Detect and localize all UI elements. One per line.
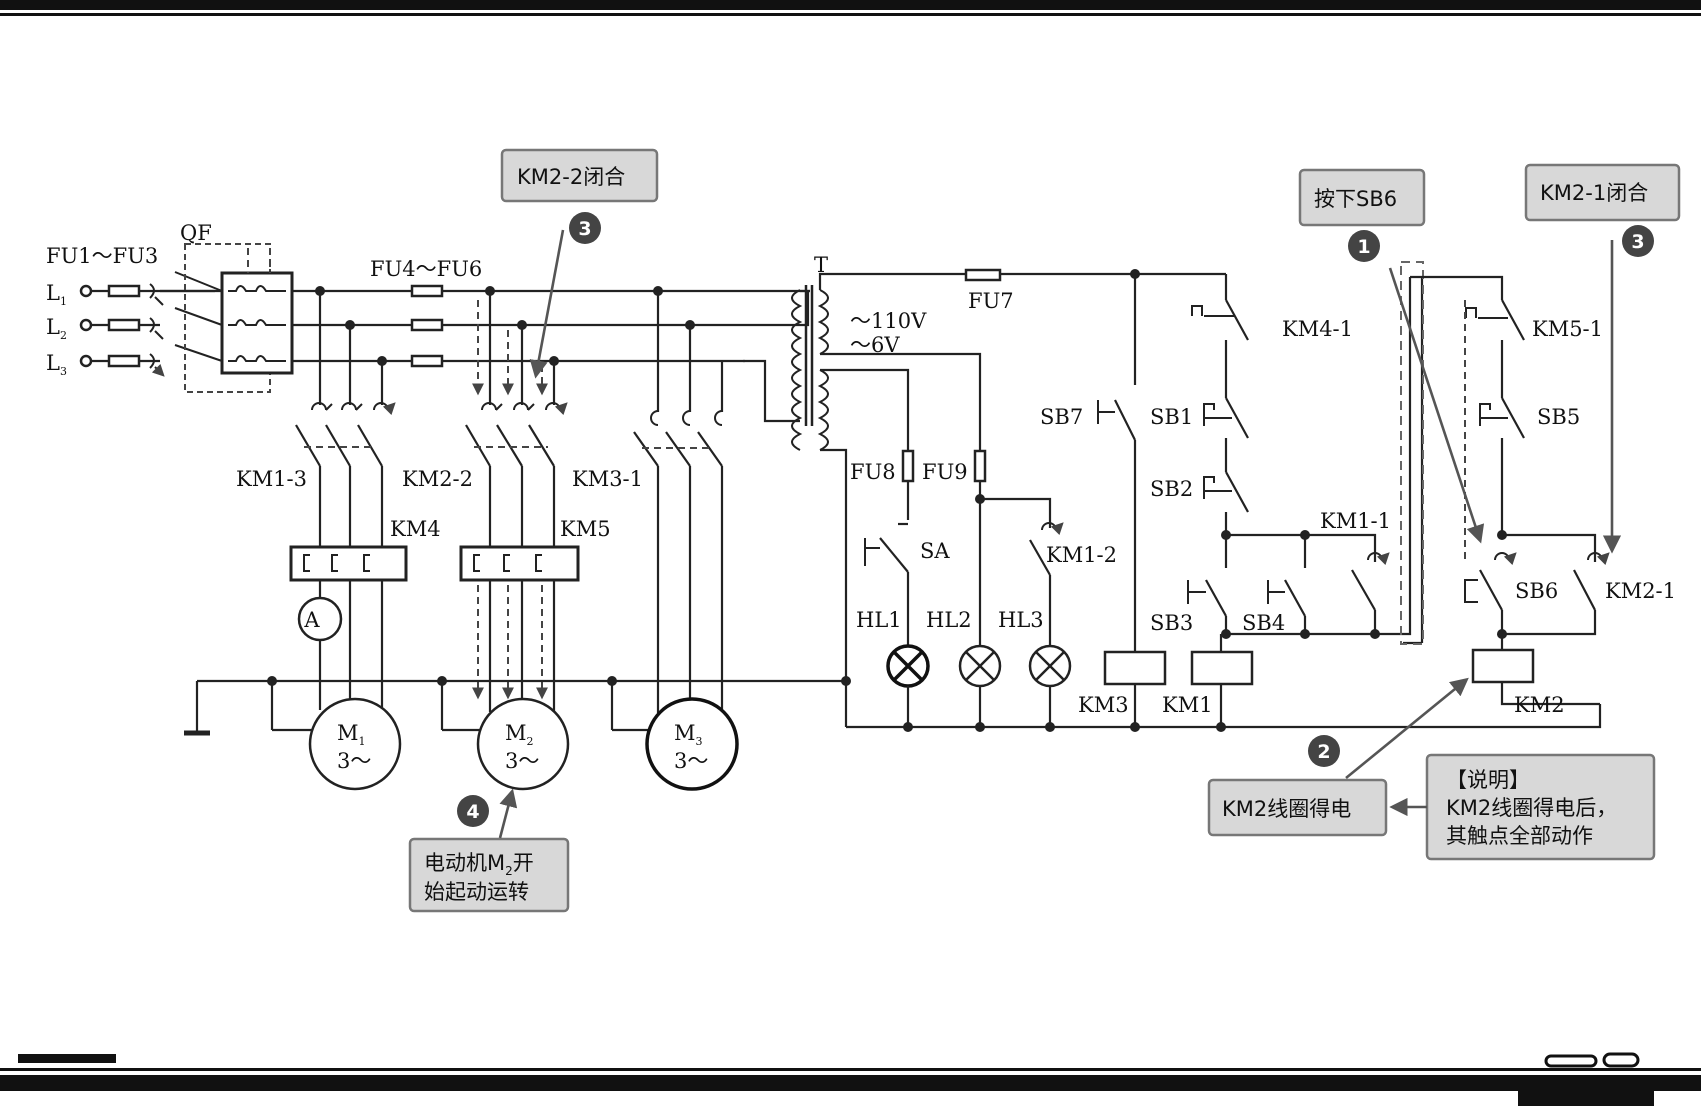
km1-3-label: KM1-3 <box>236 467 307 491</box>
sa-label: SA <box>920 539 950 563</box>
svg-text:KM2线圈得电后，: KM2线圈得电后， <box>1446 796 1617 820</box>
svg-text:始起动运转: 始起动运转 <box>424 880 529 904</box>
km1-1-label: KM1-1 <box>1320 509 1391 533</box>
km1-label: KM1 <box>1162 693 1213 717</box>
lamp-circuits <box>844 481 1602 732</box>
sb2-label: SB2 <box>1150 477 1193 501</box>
motor-m2-label: M2 <box>505 721 534 748</box>
km4-1-label: KM4-1 <box>1282 317 1353 341</box>
km1-2-label: KM1-2 <box>1046 543 1117 567</box>
callout-motor-m2-start: 电动机M2开 始起动运转 <box>408 837 570 913</box>
km5-1-label: KM5-1 <box>1532 317 1603 341</box>
step-2-badge: 2 <box>1308 735 1340 767</box>
step-1-badge: 1 <box>1348 230 1380 262</box>
svg-text:3: 3 <box>1631 231 1644 253</box>
sb5-label: SB5 <box>1537 405 1580 429</box>
step-3b-badge: 3 <box>1622 225 1654 257</box>
page-border-bottom <box>0 1052 1701 1106</box>
branch-m1 <box>270 291 408 791</box>
control-km1-branch <box>1187 274 1412 727</box>
svg-text:3: 3 <box>578 218 591 240</box>
km4-label: KM4 <box>390 517 441 541</box>
callout-km2-1-closed: KM2-1闭合 <box>1524 163 1681 222</box>
l3-label: L3 <box>46 351 67 378</box>
hl3-label: HL3 <box>998 608 1044 632</box>
motor-m3-phase: 3～ <box>674 749 708 773</box>
sb3-label: SB3 <box>1150 611 1193 635</box>
fuses-fu1-fu3 <box>107 283 163 375</box>
sb4-label: SB4 <box>1242 611 1285 635</box>
km2-1-label: KM2-1 <box>1605 579 1676 603</box>
sb7-label: SB7 <box>1040 405 1083 429</box>
svg-text:电动机M2开: 电动机M2开 <box>424 851 534 878</box>
sb1-label: SB1 <box>1150 405 1193 429</box>
fu7-label: FU7 <box>968 289 1014 313</box>
fu1-fu3-label: FU1～FU3 <box>46 244 158 268</box>
motor-m3-label: M3 <box>674 721 703 748</box>
hl2-label: HL2 <box>926 608 972 632</box>
step-3a-badge: 3 <box>569 212 601 244</box>
step-4-badge: 4 <box>457 795 489 827</box>
svg-text:KM2-2闭合: KM2-2闭合 <box>517 165 625 189</box>
svg-text:1: 1 <box>1357 236 1370 258</box>
callout-km2-2-closed: KM2-2闭合 <box>500 148 659 203</box>
callout-km2-coil-energized: KM2线圈得电 <box>1207 778 1388 837</box>
fu9-label: FU9 <box>922 460 968 484</box>
km5-label: KM5 <box>560 517 611 541</box>
svg-text:【说明】: 【说明】 <box>1446 768 1530 792</box>
l1-label: L1 <box>46 281 67 308</box>
hl1-label: HL1 <box>856 608 902 632</box>
km2-label: KM2 <box>1514 693 1565 717</box>
motor-m2-phase: 3～ <box>505 749 539 773</box>
callout-press-sb6: 按下SB6 <box>1298 168 1426 227</box>
callout-note: 【说明】 KM2线圈得电后， 其触点全部动作 <box>1425 753 1656 861</box>
fuse-fu7 <box>964 268 1002 282</box>
qf-label: QF <box>180 221 212 245</box>
motor-m1-phase: 3～ <box>337 749 371 773</box>
km3-label: KM3 <box>1078 693 1129 717</box>
fu4-fu6-label: FU4～FU6 <box>370 257 482 281</box>
motor-m1-label: M1 <box>337 721 366 748</box>
control-km3-branch <box>1097 269 1167 727</box>
sb6-label: SB6 <box>1515 579 1558 603</box>
transformer-t <box>722 272 1226 681</box>
page-border-top <box>0 0 1701 16</box>
v110-label: ～110V <box>850 309 927 333</box>
l2-label: L2 <box>46 315 67 342</box>
svg-text:KM2线圈得电: KM2线圈得电 <box>1222 797 1351 821</box>
fuses-fu4-fu6 <box>410 284 444 368</box>
v6-label: ～6V <box>850 333 900 357</box>
branch-m2 <box>440 291 580 791</box>
line-inputs <box>79 284 160 368</box>
ground-line <box>184 676 851 736</box>
control-km2-branch <box>1400 261 1610 706</box>
svg-text:其触点全部动作: 其触点全部动作 <box>1446 824 1593 848</box>
breaker-qf <box>184 243 294 393</box>
svg-text:4: 4 <box>466 801 479 823</box>
km3-1-label: KM3-1 <box>572 467 643 491</box>
transformer-t-label: T <box>814 253 828 277</box>
fu8-label: FU8 <box>850 460 896 484</box>
branch-m3 <box>610 291 739 791</box>
km2-2-label: KM2-2 <box>402 467 473 491</box>
svg-text:按下SB6: 按下SB6 <box>1314 187 1397 211</box>
svg-text:2: 2 <box>1317 741 1330 763</box>
svg-text:KM2-1闭合: KM2-1闭合 <box>1540 181 1648 205</box>
ammeter-label: A <box>303 608 320 632</box>
